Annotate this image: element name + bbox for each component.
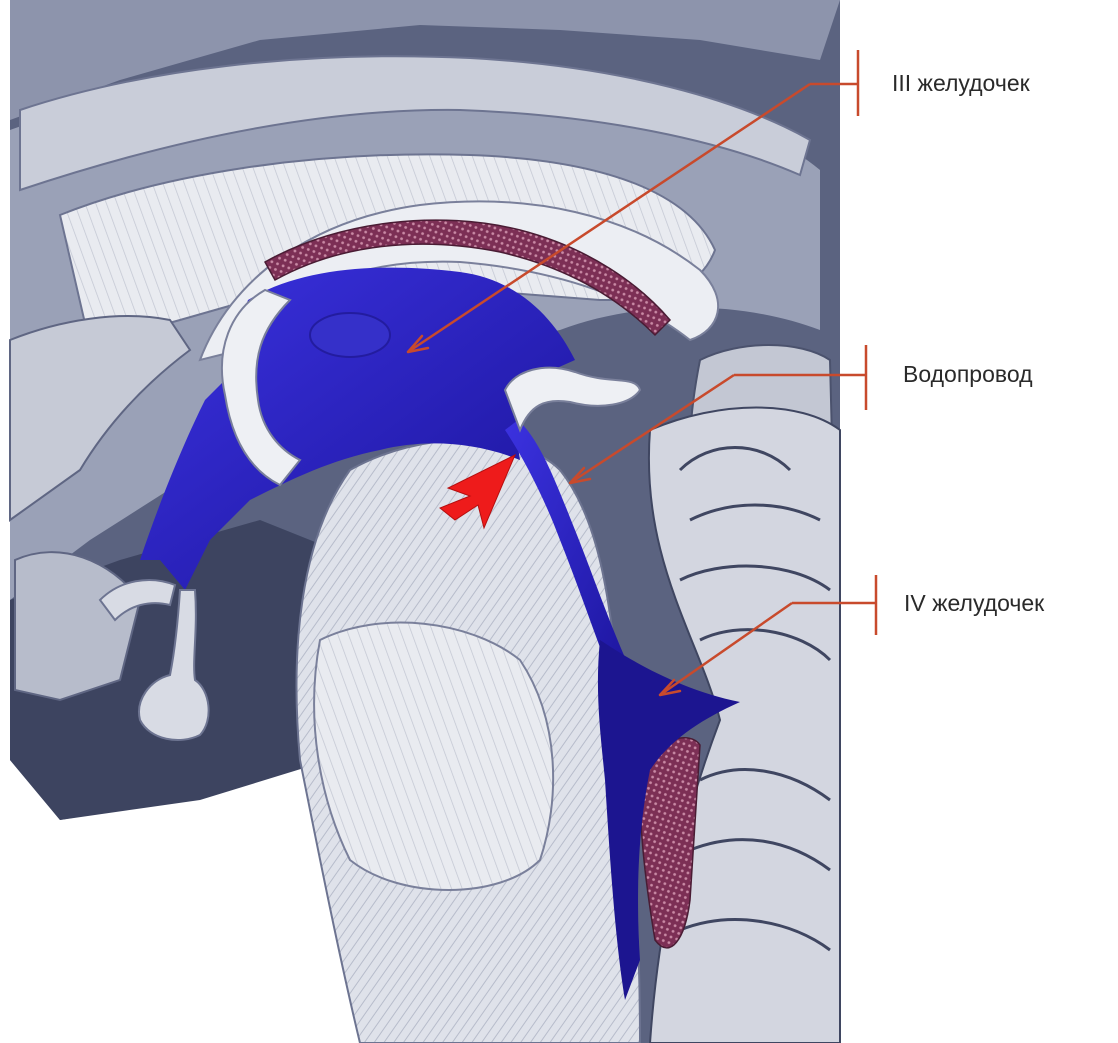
interthalamic-adhesion bbox=[310, 313, 390, 357]
brainstem bbox=[297, 440, 640, 1043]
label-third-ventricle: III желудочек bbox=[892, 70, 1030, 97]
label-fourth-ventricle: IV желудочек bbox=[904, 590, 1044, 617]
label-aqueduct: Водопровод bbox=[903, 361, 1033, 388]
